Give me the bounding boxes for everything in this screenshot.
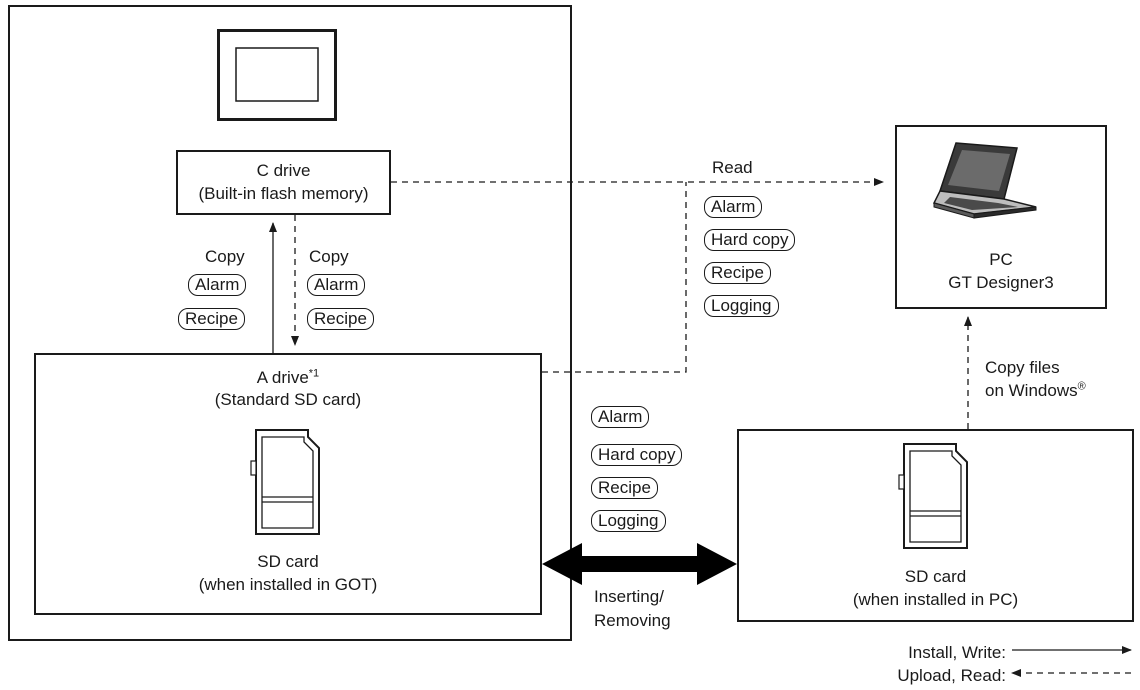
pc-label: PC [989,250,1013,269]
transfer-tag-recipe: Recipe [591,477,658,499]
a-drive-label: A drive*1 [34,367,542,388]
copy-up-tag-alarm: Alarm [188,274,247,296]
legend-read-label: Upload, Read: [897,666,1006,685]
a-drive-box [34,353,542,615]
legend-write-label: Install, Write: [908,643,1006,662]
transfer-tag-logging: Logging [591,510,666,532]
read-tag-hard-copy: Hard copy [704,229,796,251]
read-tag-alarm: Alarm [704,196,763,218]
copy-down-tag-recipe: Recipe [307,308,374,330]
transfer-tag-alarm: Alarm [591,406,650,428]
copy-files-label: Copy files [985,358,1060,377]
c-drive-sublabel: (Built-in flash memory) [198,184,369,203]
c-drive-box [176,150,391,215]
a-drive-footnote-mark: *1 [308,367,320,380]
laptop-icon [932,139,1042,219]
insert-remove-double-arrow [542,543,737,585]
transfer-label: Inserting/ [594,587,664,606]
pc-software-label: GT Designer3 [948,273,1054,292]
transfer-tag-hard-copy: Hard copy [591,444,683,466]
copy-down-tag-alarm: Alarm [307,274,366,296]
sd-card-icon [246,427,328,537]
copy-files-windows: on Windows [985,381,1078,400]
a-drive-name: A drive [256,368,309,387]
copy-files-sublabel: on Windows® [985,380,1086,401]
pc-sd-card-label: SD card [904,567,967,586]
copy-up-tag-recipe: Recipe [178,308,245,330]
a-drive-sublabel: (Standard SD card) [214,390,362,409]
copy-down-label: Copy [309,247,349,266]
copy-up-label: Copy [205,247,245,266]
registered-mark: ® [1077,380,1086,393]
read-line-a-to-pc [542,182,687,373]
a-drive-card-sublabel: (when installed in GOT) [198,575,378,594]
transfer-sublabel: Removing [594,611,671,630]
read-tag-logging: Logging [704,295,779,317]
read-tag-recipe: Recipe [704,262,771,284]
read-label: Read [712,158,753,177]
pc-sd-card-icon [894,441,976,551]
got-monitor-icon [217,29,337,121]
pc-sd-card-sublabel: (when installed in PC) [852,590,1019,609]
a-drive-card-label: SD card [257,552,319,571]
c-drive-label: C drive [256,161,311,180]
